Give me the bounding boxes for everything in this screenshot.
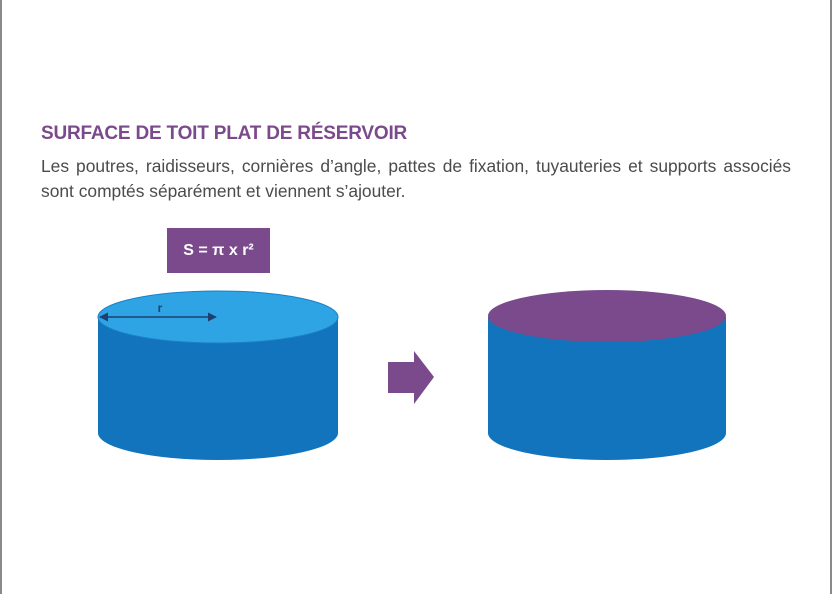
radius-label: r <box>158 301 163 315</box>
formula-box: S = π x r² <box>167 228 270 273</box>
right-cylinder <box>488 290 726 460</box>
right-cylinder-body <box>488 317 726 460</box>
left-cylinder-top <box>97 290 339 344</box>
frame-right-border <box>830 0 832 594</box>
diagram-description: Les poutres, raidisseurs, cornières d’an… <box>41 156 791 201</box>
transform-arrow <box>388 351 434 404</box>
frame-left-border <box>0 0 2 594</box>
right-cylinder-top <box>488 290 726 342</box>
left-cylinder: r <box>97 290 339 460</box>
left-cylinder-body <box>98 318 338 460</box>
diagram-title: SURFACE DE TOIT PLAT DE RÉSERVOIR <box>41 123 408 144</box>
